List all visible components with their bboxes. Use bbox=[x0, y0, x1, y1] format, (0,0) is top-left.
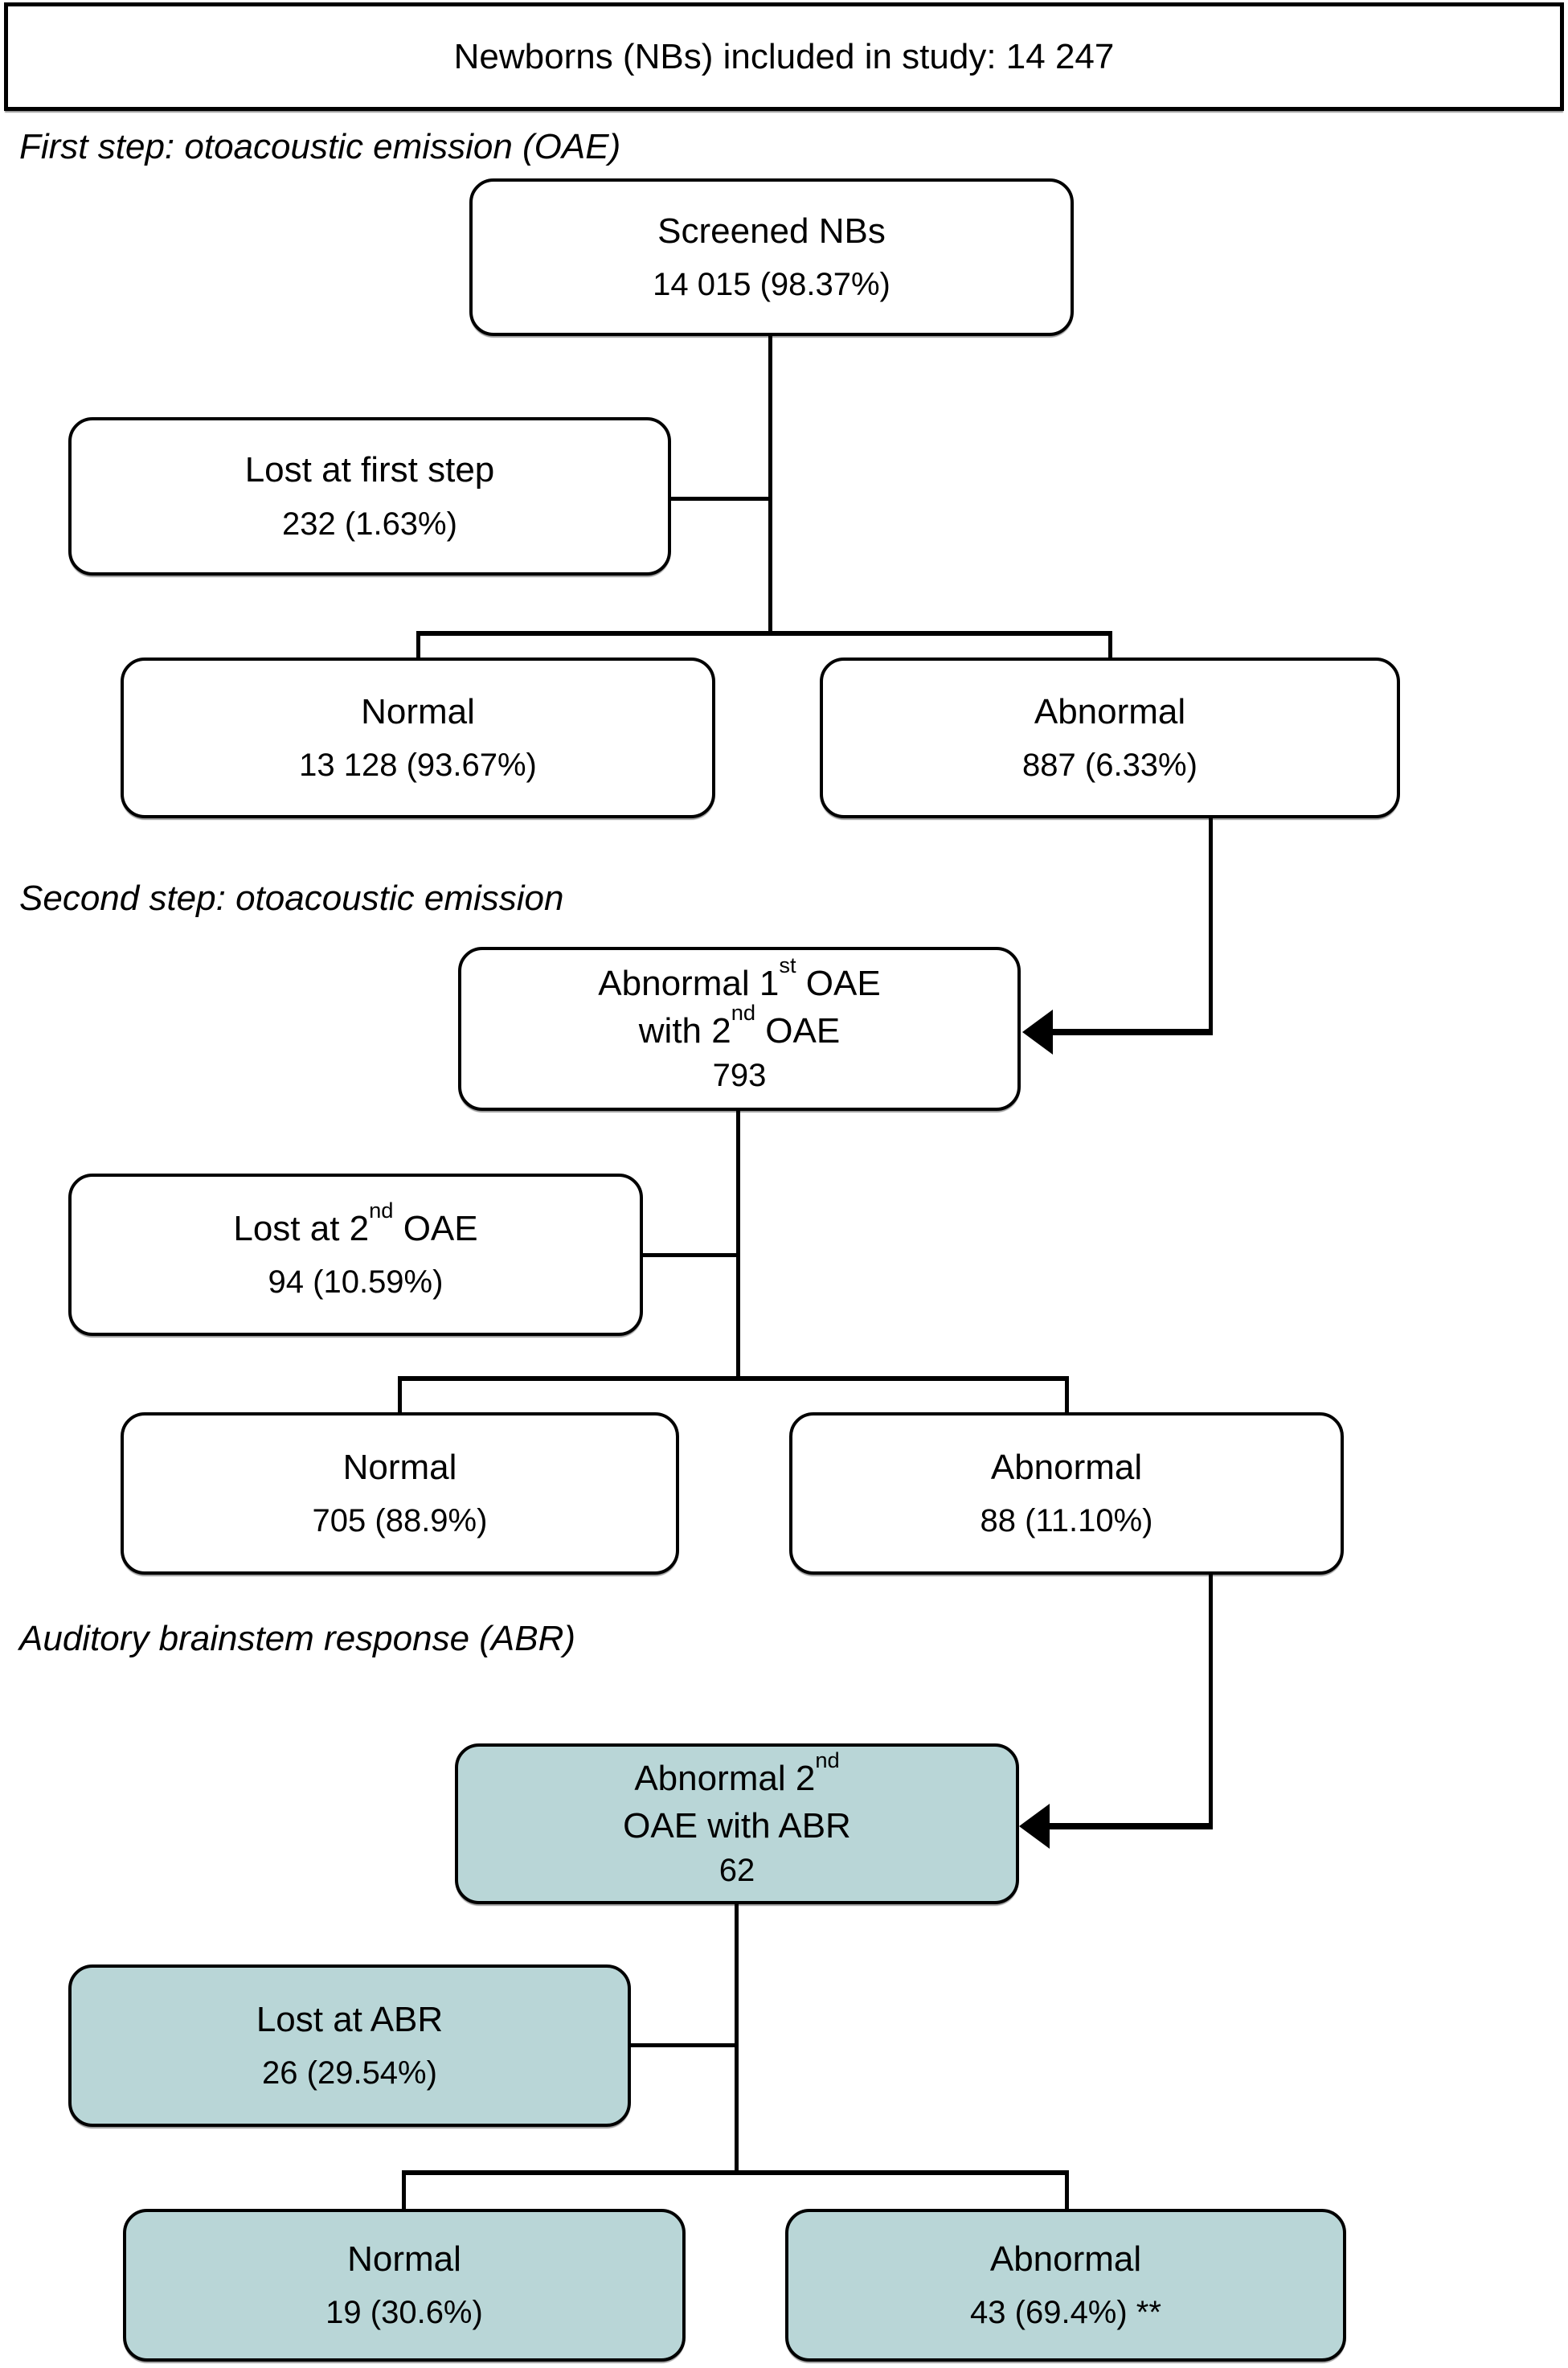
connector-abnormal2-arrow-shaft bbox=[1042, 1823, 1213, 1829]
box-value: 13 128 (93.67%) bbox=[299, 748, 537, 784]
abr-normal-box: Normal 19 (30.6%) bbox=[123, 2209, 686, 2362]
box-value: 26 (29.54%) bbox=[262, 2055, 437, 2091]
box-value: 14 015 (98.37%) bbox=[653, 267, 890, 303]
split2-left-stub bbox=[398, 1379, 402, 1412]
box-title: Abnormal bbox=[990, 1447, 1143, 1487]
connector-abnormal2-drop-line bbox=[1209, 1575, 1213, 1826]
box-title: Abnormal bbox=[989, 2239, 1142, 2279]
box-value: 88 (11.10%) bbox=[980, 1503, 1153, 1539]
box-value: 94 (10.59%) bbox=[268, 1264, 444, 1301]
connector-screened-to-split-line bbox=[768, 336, 772, 636]
oae2-box: Abnormal 1st OAE with 2nd OAE 793 bbox=[458, 947, 1021, 1111]
split1-left-stub bbox=[416, 633, 420, 658]
abr-abnormal-box: Abnormal 43 (69.4%) ** bbox=[785, 2209, 1346, 2362]
oae1-abnormal-box: Abnormal 887 (6.33%) bbox=[820, 658, 1400, 818]
superscript: st bbox=[779, 953, 796, 978]
box-value: 793 bbox=[712, 1057, 767, 1093]
box-title: Screened NBs bbox=[657, 211, 886, 251]
box-line1: Lost at 2nd OAE bbox=[233, 1198, 478, 1248]
split3-left-stub bbox=[402, 2173, 406, 2209]
study-total-text: Newborns (NBs) included in study: 14 247 bbox=[453, 36, 1115, 76]
lost-abr-box: Lost at ABR 26 (29.54%) bbox=[68, 1964, 631, 2127]
box-title: Normal bbox=[342, 1447, 457, 1487]
oae1-normal-box: Normal 13 128 (93.67%) bbox=[121, 658, 715, 818]
box-value: 232 (1.63%) bbox=[282, 506, 457, 542]
box-title: Normal bbox=[347, 2239, 461, 2279]
oae2-abnormal-box: Abnormal 88 (11.10%) bbox=[789, 1412, 1344, 1575]
connector-abnormal1-drop-line bbox=[1209, 818, 1213, 1034]
screened-nbs-box: Screened NBs 14 015 (98.37%) bbox=[469, 178, 1074, 336]
split3-right-stub bbox=[1065, 2173, 1069, 2209]
box-title: Lost at first step bbox=[244, 450, 495, 490]
lost-first-step-box: Lost at first step 232 (1.63%) bbox=[68, 417, 671, 576]
connector-lost-abr-line bbox=[631, 2043, 736, 2047]
connector-oae2-to-split-line bbox=[736, 1111, 740, 1379]
box-line1: Abnormal 1st OAE bbox=[598, 953, 881, 1004]
box-line2: OAE with ABR bbox=[623, 1805, 851, 1846]
box-value: 43 (69.4%) ** bbox=[970, 2295, 1161, 2331]
split1-right-stub bbox=[1108, 633, 1112, 658]
connector-lost-first-step-line bbox=[671, 497, 770, 501]
abr-box: Abnormal 2nd OAE with ABR 62 bbox=[455, 1743, 1019, 1904]
connector-lost-2nd-oae-line bbox=[643, 1253, 738, 1257]
lost-2nd-oae-box: Lost at 2nd OAE 94 (10.59%) bbox=[68, 1174, 643, 1336]
superscript: nd bbox=[369, 1198, 394, 1223]
split1-horizontal-bar bbox=[416, 631, 1112, 636]
connector-abnormal1-arrow-shaft bbox=[1045, 1029, 1213, 1035]
split2-horizontal-bar bbox=[398, 1376, 1069, 1381]
superscript: nd bbox=[731, 999, 756, 1025]
box-line2: with 2nd OAE bbox=[638, 999, 841, 1051]
box-line1: Abnormal 2nd bbox=[634, 1747, 840, 1799]
connector-abr-to-split-line bbox=[735, 1904, 739, 2170]
left-arrowhead-abr-icon bbox=[1019, 1804, 1050, 1849]
split2-right-stub bbox=[1065, 1379, 1069, 1412]
study-total-box: Newborns (NBs) included in study: 14 247 bbox=[4, 2, 1564, 111]
section-label-abr: Auditory brainstem response (ABR) bbox=[19, 1619, 576, 1658]
section-label-first-step: First step: otoacoustic emission (OAE) bbox=[19, 127, 621, 166]
box-title: Abnormal bbox=[1034, 691, 1186, 731]
box-value: 19 (30.6%) bbox=[325, 2295, 483, 2331]
split3-horizontal-bar bbox=[402, 2170, 1069, 2175]
box-title: Normal bbox=[361, 691, 475, 731]
box-value: 705 (88.9%) bbox=[312, 1503, 488, 1539]
box-title: Lost at ABR bbox=[256, 1999, 444, 2039]
box-value: 62 bbox=[718, 1852, 755, 1888]
section-label-second-step: Second step: otoacoustic emission bbox=[19, 879, 564, 918]
box-value: 887 (6.33%) bbox=[1022, 748, 1197, 784]
superscript: nd bbox=[815, 1747, 840, 1773]
oae2-normal-box: Normal 705 (88.9%) bbox=[121, 1412, 679, 1575]
left-arrowhead-oae2-icon bbox=[1022, 1010, 1053, 1055]
